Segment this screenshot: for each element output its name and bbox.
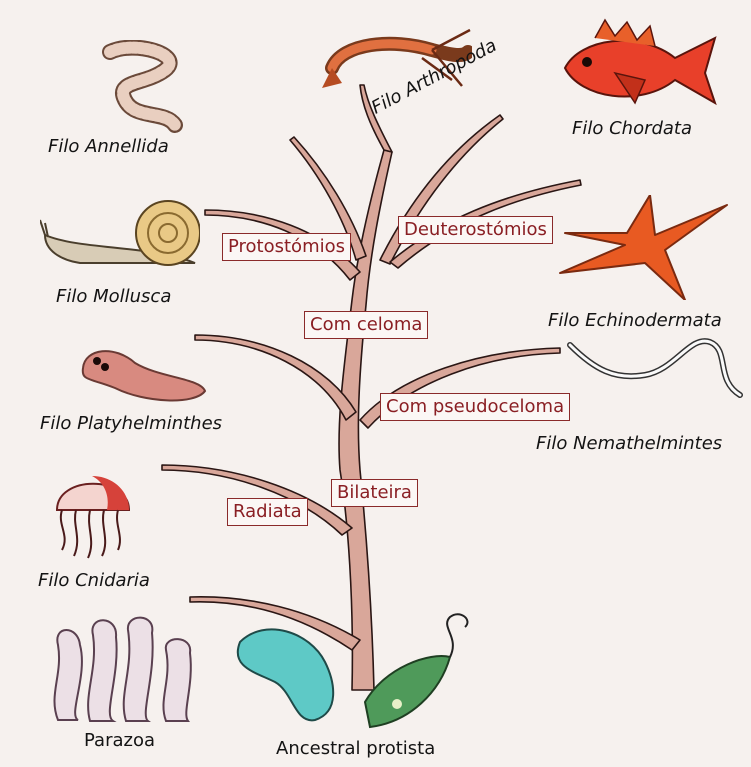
starfish-icon bbox=[555, 195, 735, 300]
label-filo-mollusca: Filo Mollusca bbox=[56, 286, 171, 307]
label-ancestral-protista: Ancestral protista bbox=[276, 738, 435, 759]
protist-icon bbox=[235, 612, 475, 730]
clade-com-pseudoceloma: Com pseudoceloma bbox=[380, 393, 570, 421]
label-parazoa: Parazoa bbox=[84, 730, 155, 751]
label-filo-echinodermata: Filo Echinodermata bbox=[548, 310, 722, 331]
clade-com-celoma: Com celoma bbox=[304, 311, 428, 339]
clade-protostomios: Protostómios bbox=[222, 233, 351, 261]
flatworm-icon bbox=[75, 343, 210, 408]
clade-deuterostomios: Deuterostómios bbox=[398, 216, 553, 244]
label-filo-annellida: Filo Annellida bbox=[48, 136, 169, 157]
label-filo-chordata: Filo Chordata bbox=[572, 118, 692, 139]
sponge-icon bbox=[48, 615, 208, 725]
branch-platyhelminthes bbox=[195, 335, 356, 420]
clade-radiata: Radiata bbox=[227, 498, 308, 526]
snail-icon bbox=[40, 195, 200, 270]
fish-icon bbox=[555, 18, 720, 113]
annelid-worm-icon bbox=[95, 40, 205, 135]
nematode-icon bbox=[565, 330, 745, 405]
clade-bilateira: Bilateira bbox=[331, 479, 418, 507]
jellyfish-icon bbox=[52, 470, 134, 560]
label-filo-nemathelmintes: Filo Nemathelmintes bbox=[536, 433, 722, 454]
label-filo-platyhelminthes: Filo Platyhelminthes bbox=[40, 413, 222, 434]
label-filo-cnidaria: Filo Cnidaria bbox=[38, 570, 150, 591]
